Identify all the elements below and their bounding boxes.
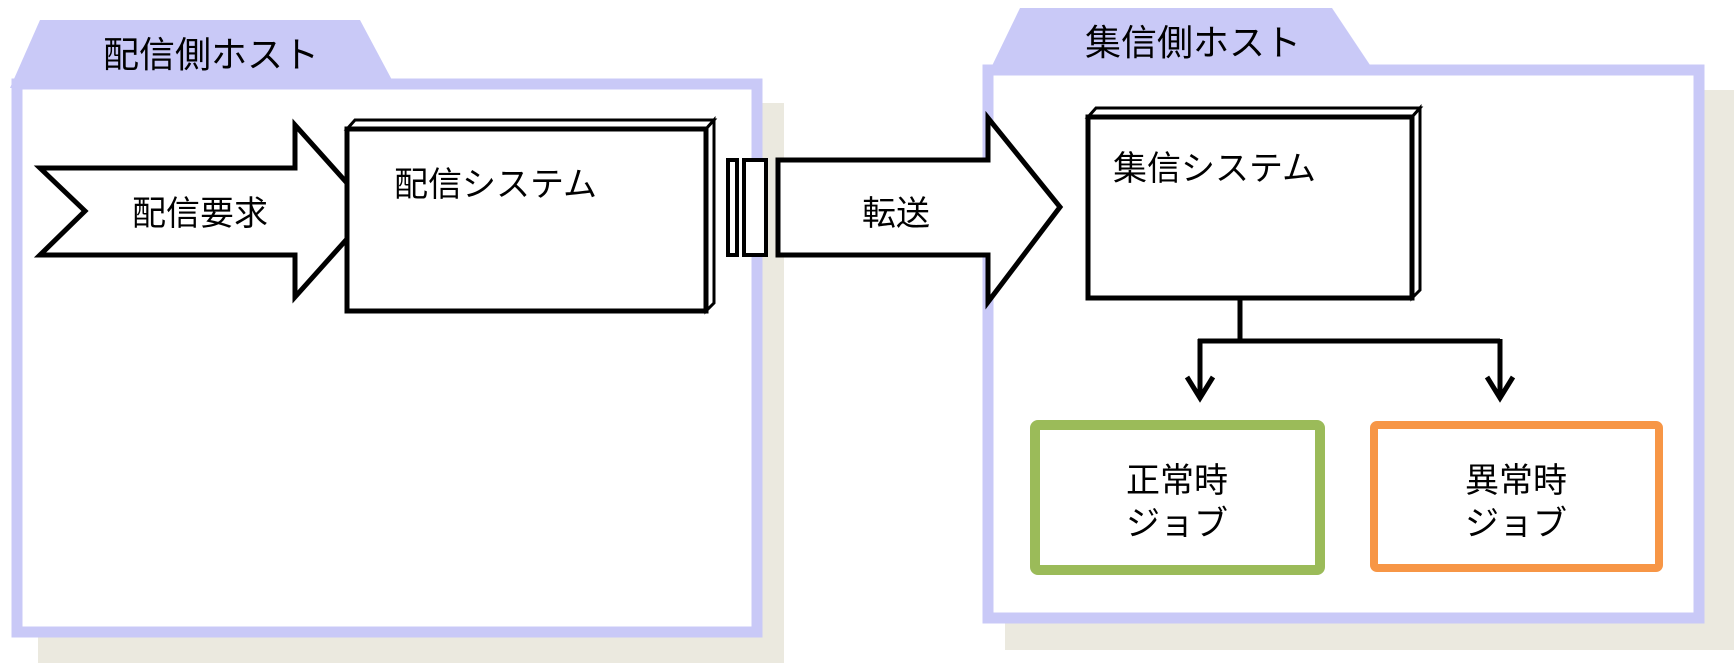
branch-connector [1184,298,1516,403]
abnormal-job-line2: ジョブ [1465,504,1567,544]
branch-right-arrowhead [1484,375,1516,403]
normal-job-frame [1030,420,1325,575]
branch-left-arrowhead [1184,375,1216,403]
normal-job-line1: 正常時 [1126,461,1228,501]
abnormal-job-frame [1370,421,1663,572]
receiving-system-box-front [1085,114,1415,301]
delivery-request-arrow-shape [33,118,376,304]
abnormal-job-line1: 異常時 [1465,461,1567,501]
receiver-host-tab [990,8,1370,70]
receiving-system-box: 集信システム [1084,104,1424,302]
delivery-system-box-front [344,126,709,314]
sender-host-panel: 配信側ホスト [10,20,784,663]
abnormal-job-box: 異常時 ジョブ [1370,421,1663,572]
sender-host-label: 配信側ホスト [103,35,319,76]
delivery-system-label: 配信システム [394,165,597,205]
transfer-arrow-shape [775,110,1064,310]
delivery-request-arrow: 配信要求 [33,118,376,304]
receiver-host-label: 集信側ホスト [1085,23,1301,64]
normal-job-line2: ジョブ [1126,504,1228,544]
transfer-tail-bar-1 [726,158,739,257]
normal-job-box: 正常時 ジョブ [1030,420,1325,575]
transfer-arrow: 転送 [726,110,1064,310]
sender-host-tab [10,20,392,88]
transfer-tail-bar-2 [742,158,768,257]
transfer-label: 転送 [862,194,930,234]
receiving-system-label: 集信システム [1113,149,1316,189]
delivery-request-label: 配信要求 [132,194,268,234]
delivery-system-box: 配信システム [343,116,718,315]
